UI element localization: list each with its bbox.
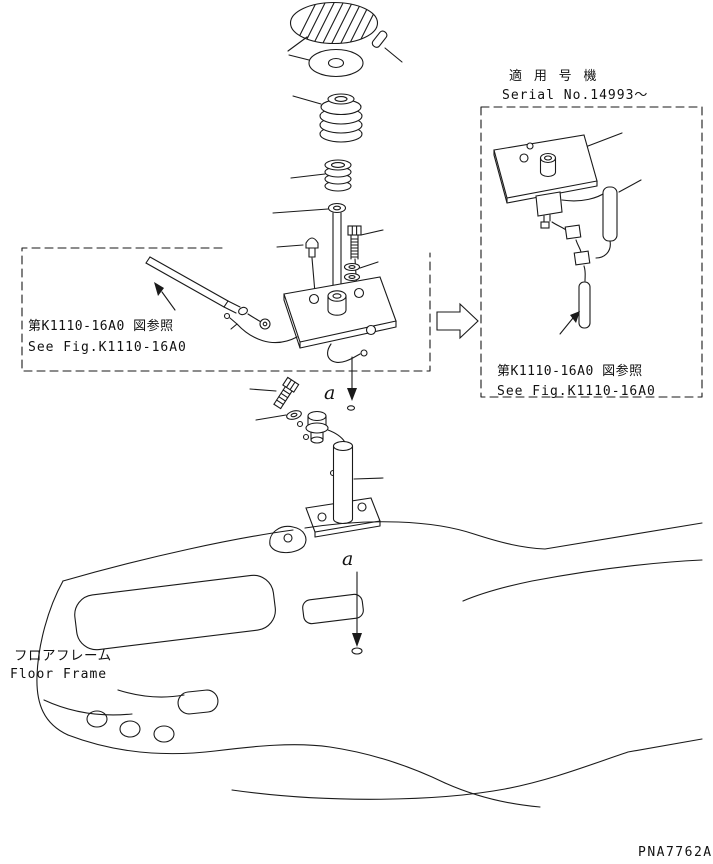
small-washer — [272, 202, 347, 214]
serial-title-jp: 適 用 号 機 — [509, 68, 598, 84]
reference-pointer-arrow-right — [559, 311, 580, 335]
pivot-pin-assembly — [305, 440, 384, 538]
left-detail-box: 第K1110-16A0 図参照 See Fig.K1110-16A0 — [21, 247, 431, 372]
point-a-upper: a — [324, 356, 357, 411]
coil-spring — [290, 159, 352, 192]
serial-number: Serial No.14993～ — [502, 88, 648, 103]
ref-left-jp: 第K1110-16A0 図参照 — [28, 318, 174, 334]
flow-arrow-right — [436, 302, 479, 340]
ref-right-jp: 第K1110-16A0 図参照 — [497, 363, 643, 379]
knob — [287, 1, 379, 52]
point-a-upper-label: a — [324, 382, 335, 404]
connector-sleeve — [561, 179, 642, 259]
washer-pair — [343, 261, 379, 282]
limit-switch-body — [535, 191, 563, 229]
lower-washer — [286, 410, 302, 420]
dome-head-bolt — [276, 237, 319, 294]
right-bracket-plate — [493, 132, 623, 204]
hex-bolt — [347, 225, 384, 292]
washer-disc — [288, 48, 364, 78]
cotter-pin — [371, 30, 403, 63]
floor-frame-label-en: Floor Frame — [10, 667, 107, 682]
point-a-lower-label: a — [342, 548, 353, 570]
ref-right-en: See Fig.K1110-16A0 — [497, 384, 656, 399]
reference-pointer-arrow — [154, 282, 176, 311]
point-a-lower: a — [342, 548, 363, 655]
bellows-spring — [292, 93, 363, 143]
control-lever — [145, 256, 271, 330]
mount-bracket-plate — [283, 276, 397, 349]
lower-hex-bolt — [273, 376, 300, 410]
lever-rod-centerlines — [332, 212, 342, 294]
wire-connector-chain — [551, 221, 591, 329]
wiring-harness — [223, 312, 368, 363]
floor-frame-label-jp: フロアフレーム — [14, 648, 112, 664]
ref-left-en: See Fig.K1110-16A0 — [28, 340, 187, 355]
floor-frame-outline — [36, 521, 703, 808]
drawing-code: PNA7762A — [638, 845, 713, 860]
right-detail-box: 適 用 号 機 Serial No.14993～ — [480, 68, 703, 399]
